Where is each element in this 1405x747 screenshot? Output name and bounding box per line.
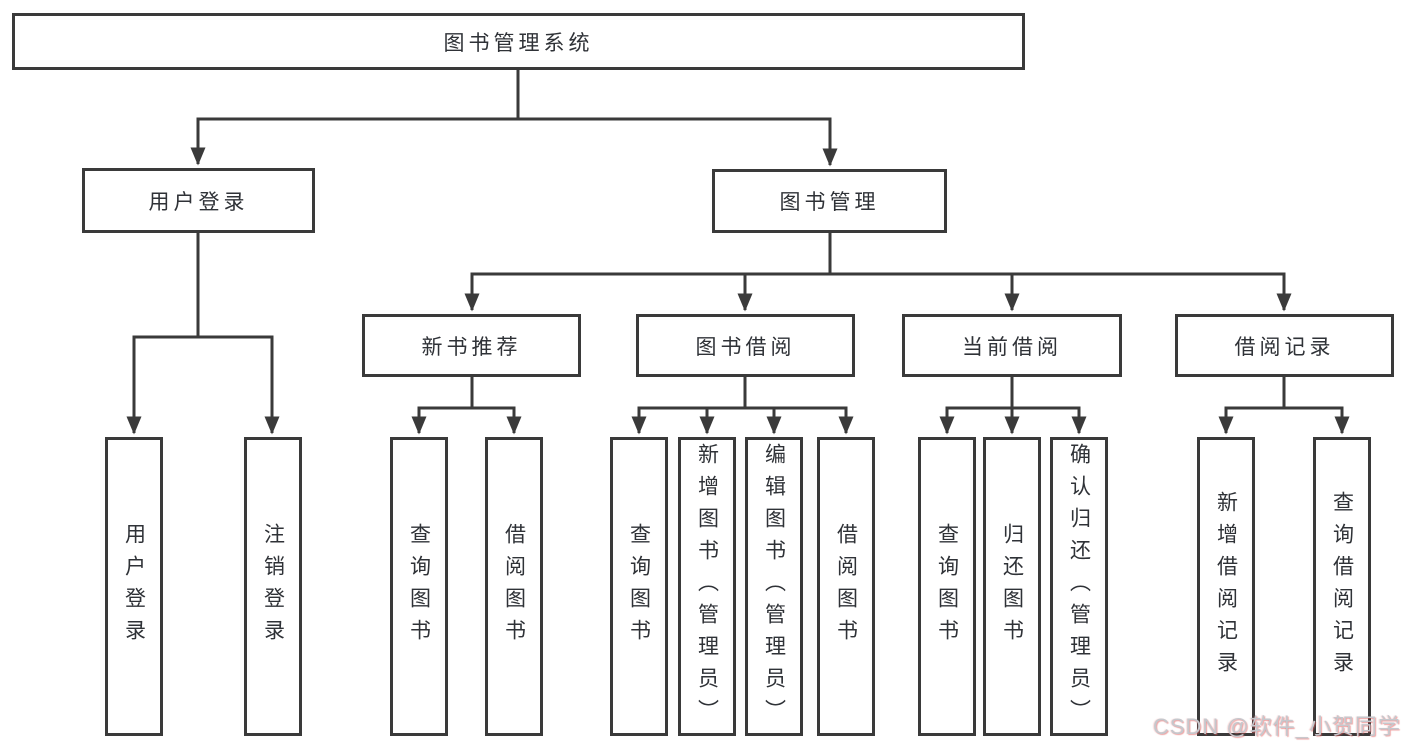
- node-confirm-return-admin: 确认归还（管理员）: [1050, 437, 1108, 736]
- node-label: 查询借阅记录: [1330, 490, 1354, 683]
- node-borrow-records: 借阅记录: [1175, 314, 1394, 377]
- node-query-borrow-record: 查询借阅记录: [1313, 437, 1371, 736]
- node-label: 借阅图书: [502, 522, 526, 651]
- node-book-borrowing: 图书借阅: [636, 314, 855, 377]
- node-query-books-1: 查询图书: [390, 437, 448, 736]
- connector-arrows: [126, 119, 1350, 435]
- node-current-borrowing: 当前借阅: [902, 314, 1122, 377]
- node-label: 归还图书: [1000, 522, 1024, 651]
- node-label: 新增图书（管理员）: [695, 442, 719, 731]
- node-label: 图书借阅: [695, 335, 796, 359]
- node-query-books-3: 查询图书: [918, 437, 976, 736]
- node-library-management-system: 图书管理系统: [12, 13, 1025, 70]
- node-label: 注销登录: [261, 522, 285, 651]
- node-label: 查询图书: [935, 522, 959, 651]
- node-leaf-logout: 注销登录: [244, 437, 302, 736]
- node-label: 借阅图书: [834, 522, 858, 651]
- node-label: 图书管理: [779, 191, 880, 214]
- node-user-login: 用户登录: [82, 168, 315, 233]
- node-return-books: 归还图书: [983, 437, 1041, 736]
- node-label: 编辑图书（管理员）: [762, 442, 786, 731]
- node-add-books-admin: 新增图书（管理员）: [678, 437, 736, 736]
- node-label: 借阅记录: [1234, 335, 1335, 359]
- node-leaf-user-login: 用户登录: [105, 437, 163, 736]
- node-label: 确认归还（管理员）: [1067, 442, 1091, 731]
- node-label: 当前借阅: [962, 335, 1062, 359]
- node-label: 查询图书: [627, 522, 651, 651]
- node-add-borrow-record: 新增借阅记录: [1197, 437, 1255, 736]
- node-edit-books-admin: 编辑图书（管理员）: [745, 437, 803, 736]
- node-label: 新书推荐: [421, 335, 522, 359]
- node-label: 新增借阅记录: [1214, 490, 1238, 683]
- connector-segments: [132, 70, 1344, 410]
- node-book-management: 图书管理: [712, 169, 947, 233]
- node-label: 查询图书: [407, 522, 431, 651]
- node-label: 用户登录: [122, 522, 146, 651]
- node-borrow-books-1: 借阅图书: [485, 437, 543, 736]
- node-query-books-2: 查询图书: [610, 437, 668, 736]
- node-label: 图书管理系统: [443, 31, 594, 55]
- csdn-watermark: CSDN @软件_小贺同学: [1152, 714, 1401, 739]
- node-borrow-books-2: 借阅图书: [817, 437, 875, 736]
- node-new-book-recommend: 新书推荐: [362, 314, 581, 377]
- node-label: 用户登录: [148, 190, 249, 214]
